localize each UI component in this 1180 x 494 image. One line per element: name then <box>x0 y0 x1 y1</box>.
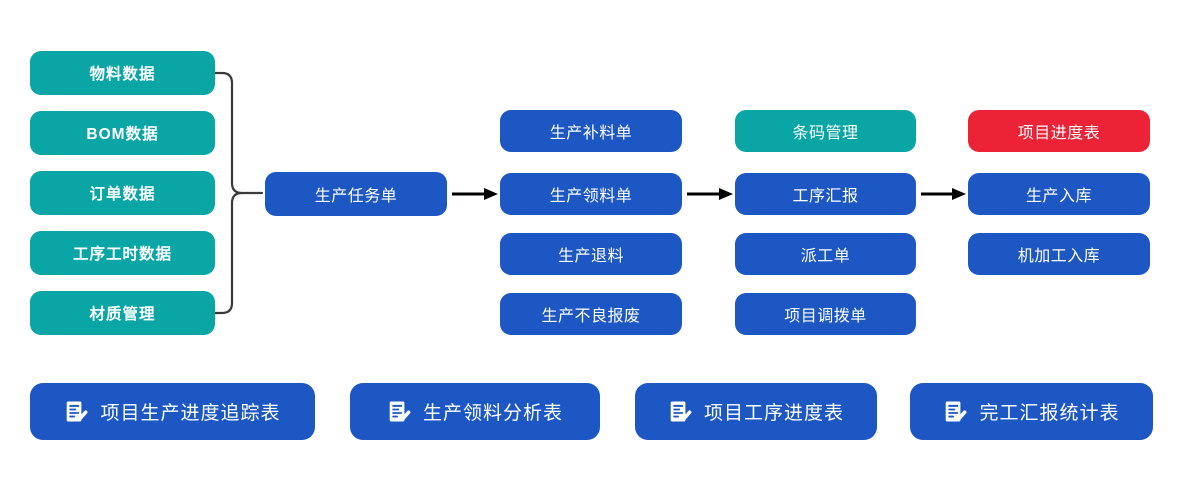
node-label: 材质管理 <box>89 306 156 323</box>
node-dispatch-order[interactable]: 派工单 <box>735 233 916 275</box>
node-production-picking-order[interactable]: 生产领料单 <box>500 173 682 215</box>
node-project-transfer-order[interactable]: 项目调拨单 <box>735 293 916 335</box>
node-machining-stock-in[interactable]: 机加工入库 <box>968 233 1150 275</box>
node-label: 工序汇报 <box>792 188 859 205</box>
node-label: 条码管理 <box>792 125 859 142</box>
report-document-check-icon <box>670 401 692 422</box>
report-button-project-production-progress[interactable]: 项目生产进度追踪表 <box>30 383 315 440</box>
node-label: 订单数据 <box>89 186 156 203</box>
node-process-hours-data[interactable]: 工序工时数据 <box>30 231 215 275</box>
report-button-project-process-progress[interactable]: 项目工序进度表 <box>635 383 877 440</box>
report-button-label: 完工汇报统计表 <box>979 403 1120 424</box>
arrow-task-to-picking <box>452 188 498 200</box>
curly-brace-connector <box>213 71 264 315</box>
node-label: 生产退料 <box>557 248 624 265</box>
report-button-label: 项目生产进度追踪表 <box>100 403 281 424</box>
node-label: 生产任务单 <box>314 188 398 205</box>
node-order-data[interactable]: 订单数据 <box>30 171 215 215</box>
report-document-check-icon <box>389 401 411 422</box>
node-label: 生产领料单 <box>549 188 633 205</box>
node-process-report[interactable]: 工序汇报 <box>735 173 916 215</box>
node-label: 生产补料单 <box>549 125 633 142</box>
node-material-quality-management[interactable]: 材质管理 <box>30 291 215 335</box>
node-label: 项目调拨单 <box>784 308 867 325</box>
node-material-data[interactable]: 物料数据 <box>30 51 215 95</box>
node-project-schedule[interactable]: 项目进度表 <box>968 110 1150 152</box>
node-barcode-management[interactable]: 条码管理 <box>735 110 916 152</box>
node-label: 派工单 <box>800 248 851 265</box>
node-label: BOM数据 <box>86 126 159 143</box>
report-button-label: 项目工序进度表 <box>703 403 844 424</box>
node-label: 机加工入库 <box>1017 248 1101 265</box>
node-production-material-return[interactable]: 生产退料 <box>500 233 682 275</box>
node-label: 生产入库 <box>1025 188 1092 205</box>
node-label: 项目进度表 <box>1017 125 1101 142</box>
node-production-task-order[interactable]: 生产任务单 <box>265 172 447 216</box>
report-button-label: 生产领料分析表 <box>422 403 563 424</box>
report-button-completion-report-statistics[interactable]: 完工汇报统计表 <box>910 383 1153 440</box>
report-button-production-picking-analysis[interactable]: 生产领料分析表 <box>350 383 600 440</box>
node-label: 工序工时数据 <box>72 246 172 263</box>
arrow-picking-to-process <box>687 188 733 200</box>
arrow-process-to-stock <box>921 188 966 200</box>
report-document-check-icon <box>67 401 88 422</box>
node-production-stock-in[interactable]: 生产入库 <box>968 173 1150 215</box>
node-production-defect-scrap[interactable]: 生产不良报废 <box>500 293 682 335</box>
node-bom-data[interactable]: BOM数据 <box>30 111 215 155</box>
node-production-replenishment-order[interactable]: 生产补料单 <box>500 110 682 152</box>
node-label: 生产不良报废 <box>541 308 641 325</box>
node-label: 物料数据 <box>89 66 156 83</box>
report-document-check-icon <box>946 401 967 422</box>
